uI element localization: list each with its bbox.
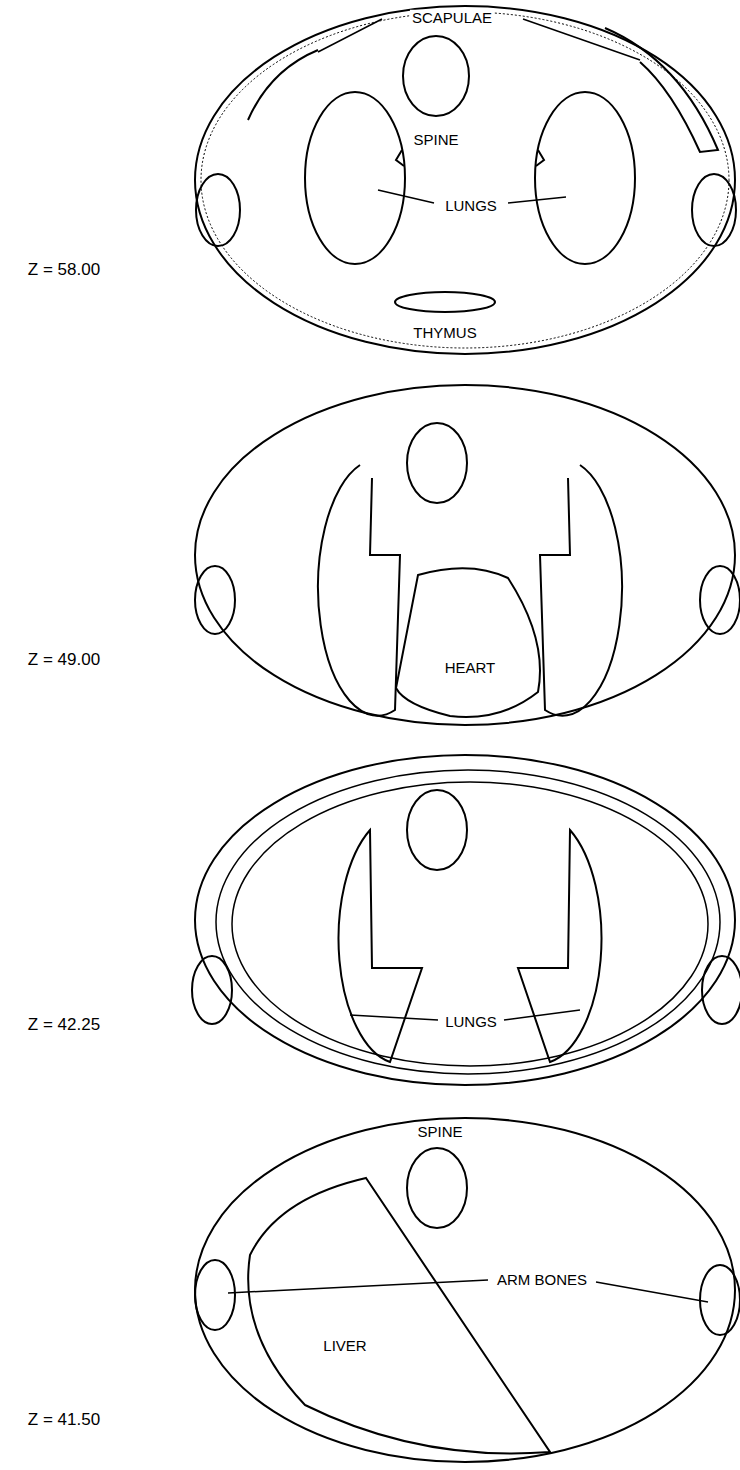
lung-outline (305, 92, 405, 264)
rib-outline (216, 770, 720, 1074)
rib-outline (232, 782, 708, 1066)
lung-outline (318, 465, 400, 716)
leader-line (523, 19, 640, 60)
scapula-outline (248, 50, 318, 120)
leader-line (596, 1282, 708, 1302)
lung-notch (536, 150, 544, 166)
section-height: Z = 58.00 (26, 261, 102, 280)
body-outline (195, 755, 735, 1085)
lung-outline (518, 830, 601, 1062)
section-42 (192, 755, 740, 1085)
scapula-outline (605, 28, 718, 152)
section-58 (195, 6, 736, 354)
body-outline (195, 385, 735, 725)
lung-notch (396, 150, 404, 166)
part-label: SCAPULAE (410, 10, 494, 27)
thymus-outline (395, 292, 495, 312)
arm-bone-outline (700, 566, 740, 634)
arm-bone-outline (700, 1265, 740, 1335)
liver-outline (248, 1178, 550, 1453)
body-outline (201, 12, 729, 348)
part-label: SPINE (411, 132, 460, 149)
part-label: LUNGS (443, 1014, 499, 1031)
leader-line (508, 197, 566, 203)
leader-line (378, 190, 434, 203)
section-49 (195, 385, 740, 725)
spine-outline (407, 423, 467, 503)
leader-line (350, 1015, 438, 1020)
arm-bone-outline (692, 174, 736, 246)
body-outline (195, 6, 735, 354)
part-label: HEART (443, 660, 498, 677)
spine-outline (407, 1148, 467, 1228)
lung-outline (339, 830, 422, 1062)
spine-outline (403, 36, 469, 116)
part-label: ARM BONES (495, 1272, 589, 1289)
part-label: SPINE (415, 1124, 464, 1141)
section-height: Z = 49.00 (26, 651, 102, 670)
body-outline (195, 1118, 735, 1462)
arm-bone-outline (192, 956, 232, 1024)
leader-line (318, 19, 382, 52)
lung-outline (540, 465, 622, 716)
section-height: Z = 41.50 (26, 1411, 102, 1430)
section-height: Z = 42.25 (26, 1016, 102, 1035)
part-label: THYMUS (411, 325, 478, 342)
part-label: LUNGS (443, 198, 499, 215)
section-41 (195, 1118, 740, 1462)
heart-outline (396, 568, 540, 717)
arm-bone-outline (195, 1260, 235, 1330)
arm-bone-outline (196, 174, 240, 246)
leader-line (228, 1280, 488, 1293)
part-label: LIVER (321, 1338, 368, 1355)
spine-outline (407, 790, 467, 870)
leader-line (504, 1010, 580, 1020)
arm-bone-outline (195, 566, 235, 634)
arm-bone-outline (702, 956, 740, 1024)
lung-outline (535, 92, 635, 264)
